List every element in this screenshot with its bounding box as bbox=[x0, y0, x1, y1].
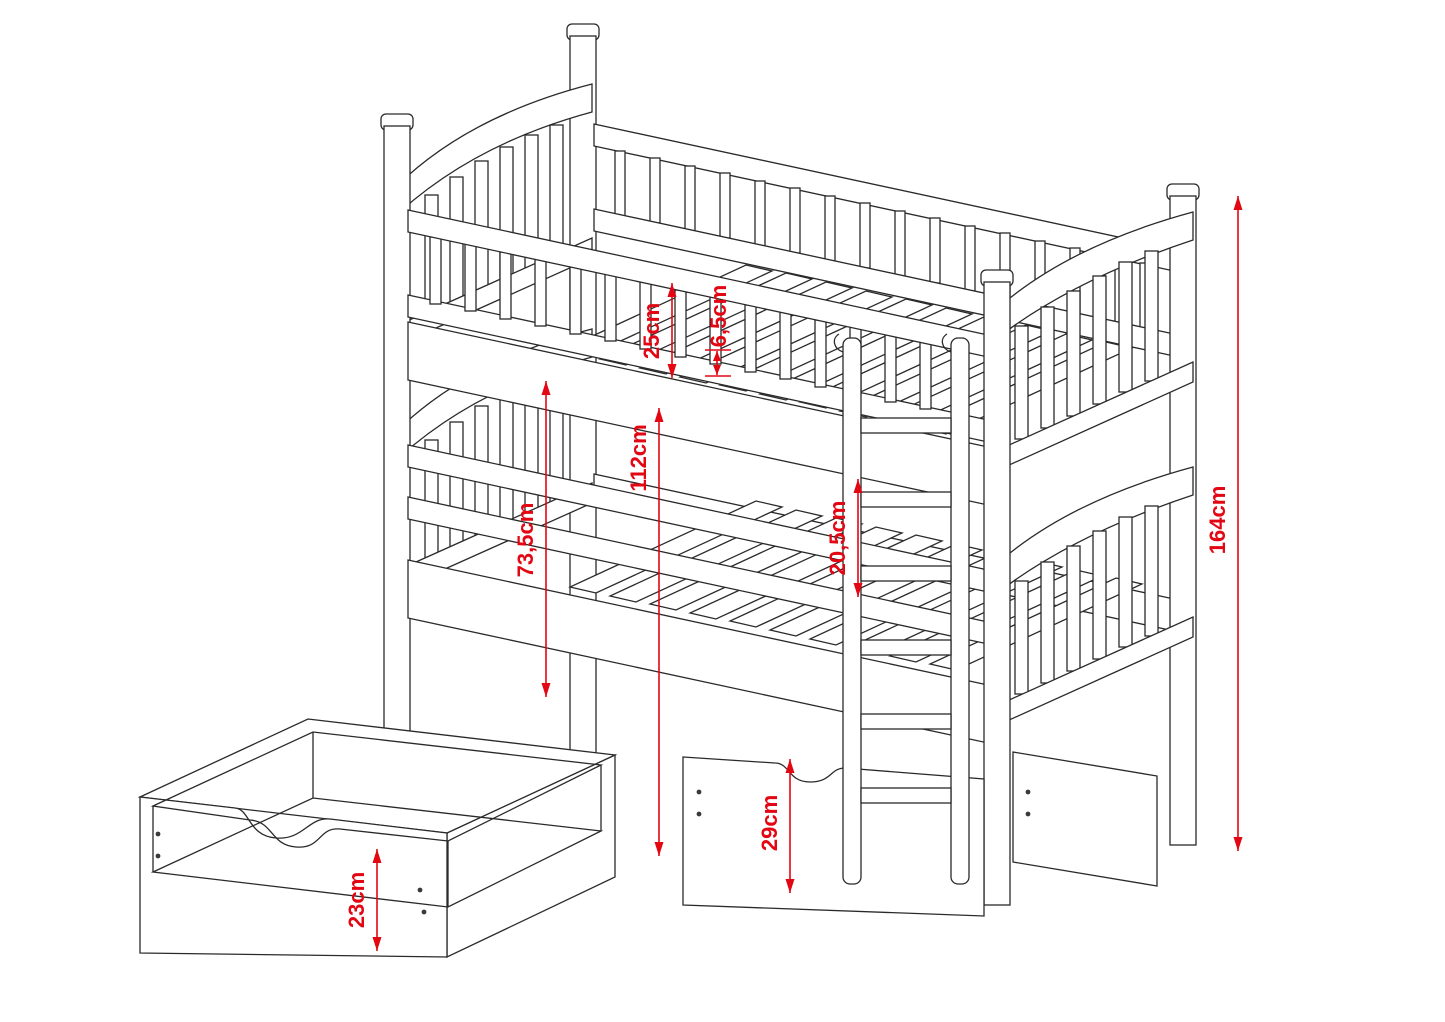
dim-total-height-label: 164cm bbox=[1205, 486, 1230, 555]
dim-drawer-front-height: 29cm bbox=[757, 759, 795, 893]
dim-drawer-box-height: 23cm bbox=[344, 849, 382, 951]
bunk-bed-drawing bbox=[137, 23, 1200, 959]
upper-back-guard-rail bbox=[593, 123, 1175, 357]
dim-drawer-box-height-label: 23cm bbox=[344, 872, 369, 928]
front-left-post bbox=[380, 113, 414, 751]
right-underbed-drawer bbox=[1012, 751, 1158, 887]
footboard bbox=[980, 183, 1200, 906]
dim-lower-guard-height-label: 73,5cm bbox=[513, 503, 538, 578]
dimension-annotations: 25cm 6,5cm 112cm 73,5cm 20,5cm bbox=[344, 196, 1243, 951]
pulled-out-drawer bbox=[137, 718, 618, 959]
dim-drawer-front-height-label: 29cm bbox=[757, 795, 782, 851]
dim-guard-height: 25cm bbox=[639, 283, 677, 378]
front-right-post bbox=[983, 281, 1011, 906]
center-underbed-drawer bbox=[682, 756, 985, 917]
dim-slat-clearance: 6,5cm bbox=[705, 285, 731, 377]
dim-upper-bed-height-label: 112cm bbox=[626, 424, 651, 491]
dim-slat-clearance-label: 6,5cm bbox=[706, 285, 731, 347]
dim-upper-bed-height: 112cm bbox=[626, 408, 664, 856]
dim-total-height: 164cm bbox=[1205, 196, 1243, 851]
dim-lower-guard-height: 73,5cm bbox=[513, 381, 551, 697]
back-right-post bbox=[1169, 195, 1197, 846]
dim-guard-height-label: 25cm bbox=[639, 303, 664, 359]
dim-rung-spacing-label: 20,5cm bbox=[825, 501, 850, 576]
ladder bbox=[833, 333, 970, 885]
dim-rung-spacing: 20,5cm bbox=[825, 479, 863, 597]
